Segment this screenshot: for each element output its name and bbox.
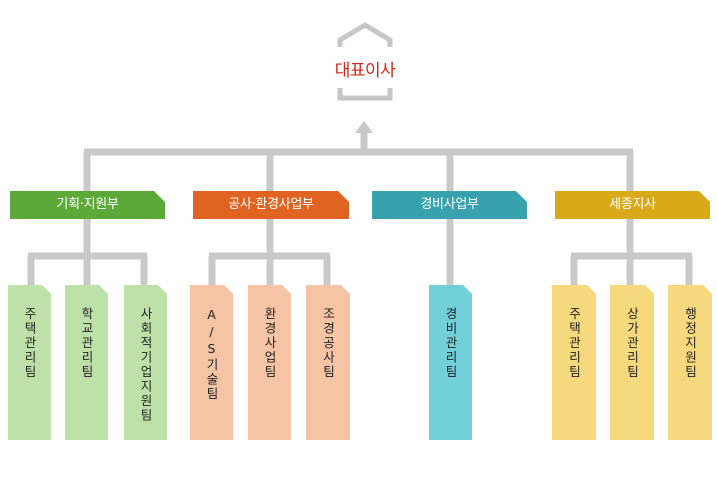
dept-planning-support: 기획·지원부 [10, 191, 165, 219]
team-card: 환경사업팀 [248, 285, 291, 440]
dept-sejong-branch: 세종지사 [555, 191, 710, 219]
team-label: A/S기술팀 [204, 307, 219, 402]
team-card: 주택관리팀 [552, 285, 596, 440]
team-label: 조경공사팀 [320, 307, 336, 380]
team-card: 주택관리팀 [8, 285, 51, 440]
team-label: 주택관리팀 [566, 307, 582, 380]
team-card: 사회적기업지원팀 [124, 285, 167, 440]
team-card: 행정지원팀 [668, 285, 712, 440]
team-label: 학교관리팀 [79, 307, 94, 380]
dept-construction-environment: 공사·환경사업부 [193, 191, 349, 219]
house-icon [337, 22, 393, 101]
team-label: 행정지원팀 [682, 307, 698, 380]
team-card: 학교관리팀 [65, 285, 108, 440]
team-card: 조경공사팀 [306, 285, 350, 440]
team-card: 경비관리팀 [429, 285, 472, 440]
ceo-label: 대표이사 [334, 61, 396, 81]
dept-security: 경비사업부 [372, 191, 527, 219]
team-label: 상가관리팀 [624, 307, 640, 380]
arrow-up-icon [355, 121, 373, 133]
team-label: 사회적기업지원팀 [138, 307, 153, 423]
team-card: A/S기술팀 [190, 285, 233, 440]
team-card: 상가관리팀 [610, 285, 654, 440]
team-label: 경비관리팀 [443, 307, 458, 380]
team-label: 주택관리팀 [22, 307, 37, 380]
team-label: 환경사업팀 [262, 307, 277, 380]
